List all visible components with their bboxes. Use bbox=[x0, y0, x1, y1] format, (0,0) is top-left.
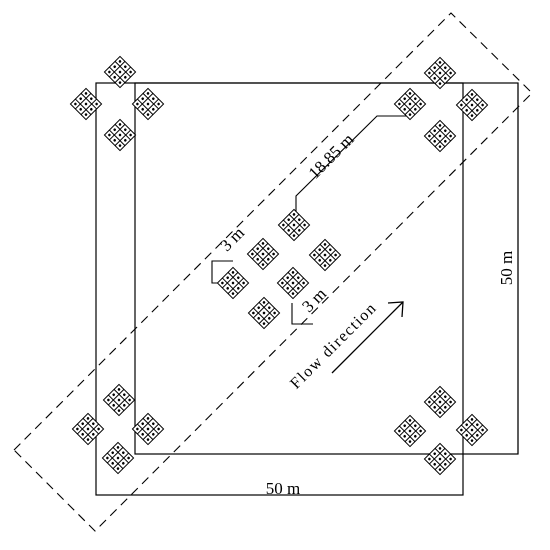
label-flow-direction: Flow direction bbox=[287, 299, 380, 392]
turbine-cluster-icon bbox=[71, 412, 105, 446]
turbine-cluster-icon bbox=[102, 383, 136, 417]
flow-arrow-icon bbox=[331, 301, 404, 374]
flow-domain-dashed bbox=[13, 12, 533, 532]
label-side-bottom: 50 m bbox=[266, 479, 300, 498]
cluster-group-top-right bbox=[393, 56, 489, 153]
label-dim-top: 18.85 m bbox=[305, 130, 358, 183]
turbine-cluster-icon bbox=[423, 385, 457, 419]
turbine-cluster-icon bbox=[101, 441, 135, 475]
turbine-cluster-icon bbox=[276, 266, 310, 300]
turbine-cluster-icon bbox=[246, 237, 280, 271]
turbine-cluster-icon bbox=[393, 87, 427, 121]
turbine-cluster-icon bbox=[423, 119, 457, 153]
turbine-cluster-icon bbox=[423, 442, 457, 476]
turbine-cluster-icon bbox=[455, 88, 489, 122]
turbine-cluster-icon bbox=[216, 266, 250, 300]
turbine-cluster-icon bbox=[103, 118, 137, 152]
cluster-group-bottom-left bbox=[71, 383, 165, 475]
cluster-group-top-left bbox=[69, 55, 165, 152]
turbine-cluster-icon bbox=[131, 87, 165, 121]
cluster-group-bottom-right bbox=[393, 385, 489, 476]
turbine-cluster-icon bbox=[277, 208, 311, 242]
label-dim-3m-a: 3 m bbox=[216, 223, 248, 255]
dim-line-3m-b bbox=[291, 303, 313, 325]
turbine-cluster-icon bbox=[247, 296, 281, 330]
turbine-cluster-icon bbox=[455, 413, 489, 447]
turbine-cluster-icon bbox=[69, 87, 103, 121]
turbine-cluster-icon bbox=[131, 412, 165, 446]
turbine-cluster-icon bbox=[393, 414, 427, 448]
turbine-cluster-icon bbox=[423, 56, 457, 90]
label-side-right: 50 m bbox=[497, 251, 516, 285]
turbine-cluster-icon bbox=[308, 238, 342, 272]
